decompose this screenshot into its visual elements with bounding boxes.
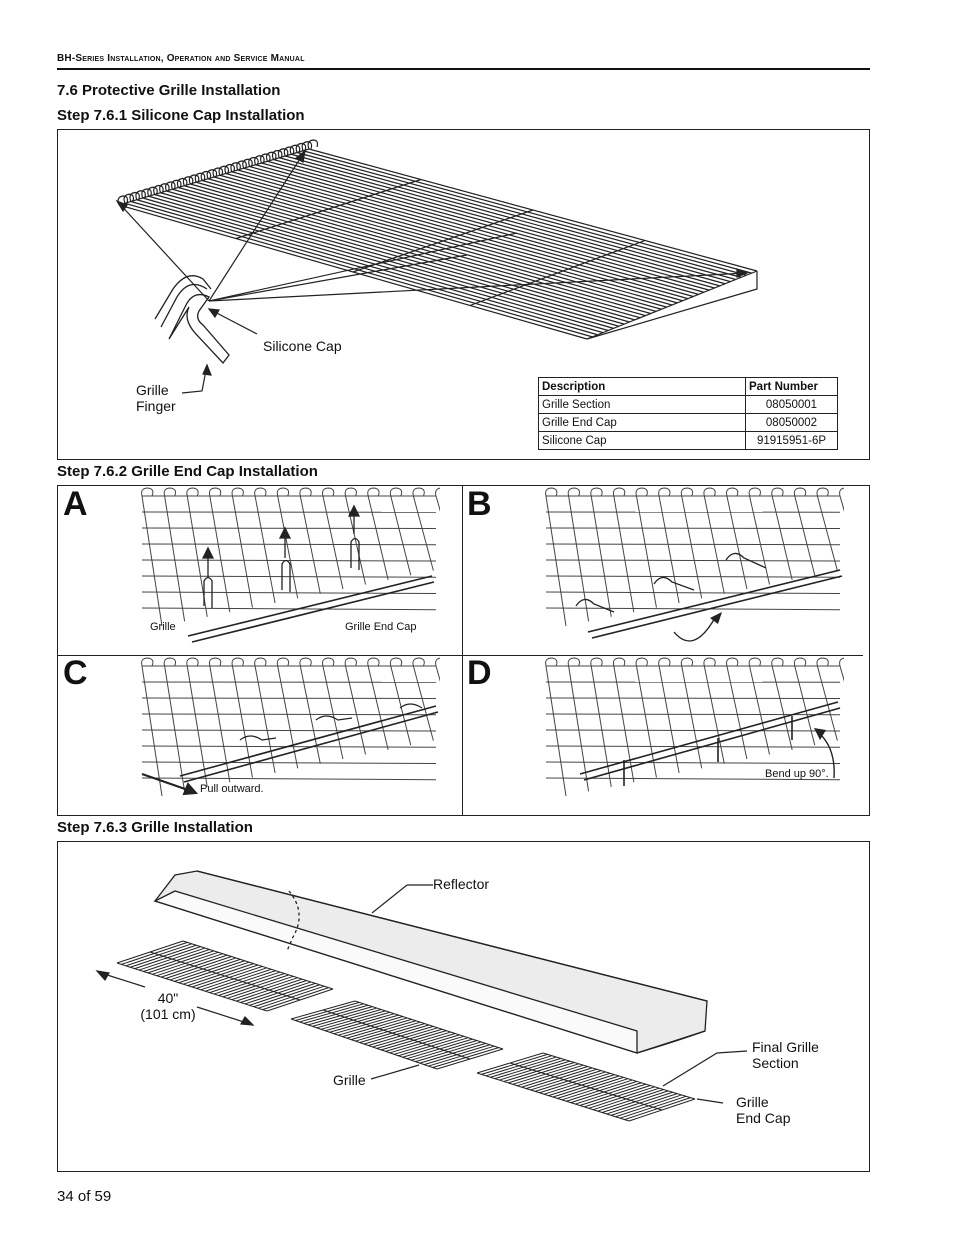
parts-number-cell: 91915951-6P bbox=[745, 431, 838, 450]
header-rule bbox=[57, 68, 870, 70]
reflector-label: Reflector bbox=[433, 876, 490, 892]
panel-a-end-cap-label: Grille End Cap bbox=[345, 621, 417, 633]
manual-header-title: BH-Series Installation, Operation and Se… bbox=[57, 53, 305, 64]
step3-figure-box bbox=[57, 841, 870, 1172]
final-grille-section-label: Final Grille Section bbox=[752, 1039, 819, 1071]
panel-a-illustration bbox=[141, 487, 440, 643]
panel-divider-horizontal bbox=[57, 655, 863, 656]
parts-table-header-row: Description Part Number bbox=[538, 377, 838, 396]
parts-table-header-description: Description bbox=[538, 377, 746, 396]
table-row: Grille End Cap 08050002 bbox=[538, 413, 838, 432]
parts-number-cell: 08050001 bbox=[745, 395, 838, 414]
parts-number-cell: 08050002 bbox=[745, 413, 838, 432]
grille-label: Grille bbox=[333, 1072, 366, 1088]
dimension-label: 40" (101 cm) bbox=[140, 990, 196, 1022]
step2-title: Step 7.6.2 Grille End Cap Installation bbox=[57, 463, 318, 480]
parts-description-cell: Grille Section bbox=[538, 395, 746, 414]
panel-d-letter: D bbox=[467, 654, 492, 692]
parts-table-header-part-number: Part Number bbox=[745, 377, 838, 396]
step2-figure-box bbox=[57, 485, 870, 816]
step1-figure-box bbox=[57, 129, 870, 460]
panel-d-illustration bbox=[545, 657, 844, 797]
panel-b-letter: B bbox=[467, 485, 492, 523]
step3-title: Step 7.6.3 Grille Installation bbox=[57, 819, 253, 836]
grille-section-illustration bbox=[115, 139, 758, 394]
parts-description-cell: Grille End Cap bbox=[538, 413, 746, 432]
panel-a-grille-label: Grille bbox=[150, 621, 176, 633]
panel-b-illustration bbox=[545, 487, 844, 642]
parts-description-cell: Silicone Cap bbox=[538, 431, 746, 450]
panel-d-note: Bend up 90°. bbox=[765, 768, 829, 780]
panel-a-letter: A bbox=[63, 485, 88, 523]
panel-divider-vertical bbox=[462, 485, 463, 815]
table-row: Silicone Cap 91915951-6P bbox=[538, 431, 838, 450]
table-row: Grille Section 08050001 bbox=[538, 395, 838, 414]
section-title: 7.6 Protective Grille Installation bbox=[57, 82, 281, 99]
panel-c-letter: C bbox=[63, 654, 88, 692]
parts-table: Description Part Number Grille Section 0… bbox=[538, 377, 838, 450]
grille-finger-label: Grille Finger bbox=[136, 382, 176, 414]
panel-c-note: Pull outward. bbox=[200, 783, 264, 795]
step1-title: Step 7.6.1 Silicone Cap Installation bbox=[57, 107, 305, 124]
panel-c-illustration bbox=[141, 657, 440, 797]
silicone-cap-label: Silicone Cap bbox=[263, 338, 342, 354]
reflector-and-grilles-illustration bbox=[95, 870, 748, 1122]
page-number: 34 of 59 bbox=[57, 1188, 112, 1205]
grille-end-cap-label: Grille End Cap bbox=[736, 1094, 791, 1126]
